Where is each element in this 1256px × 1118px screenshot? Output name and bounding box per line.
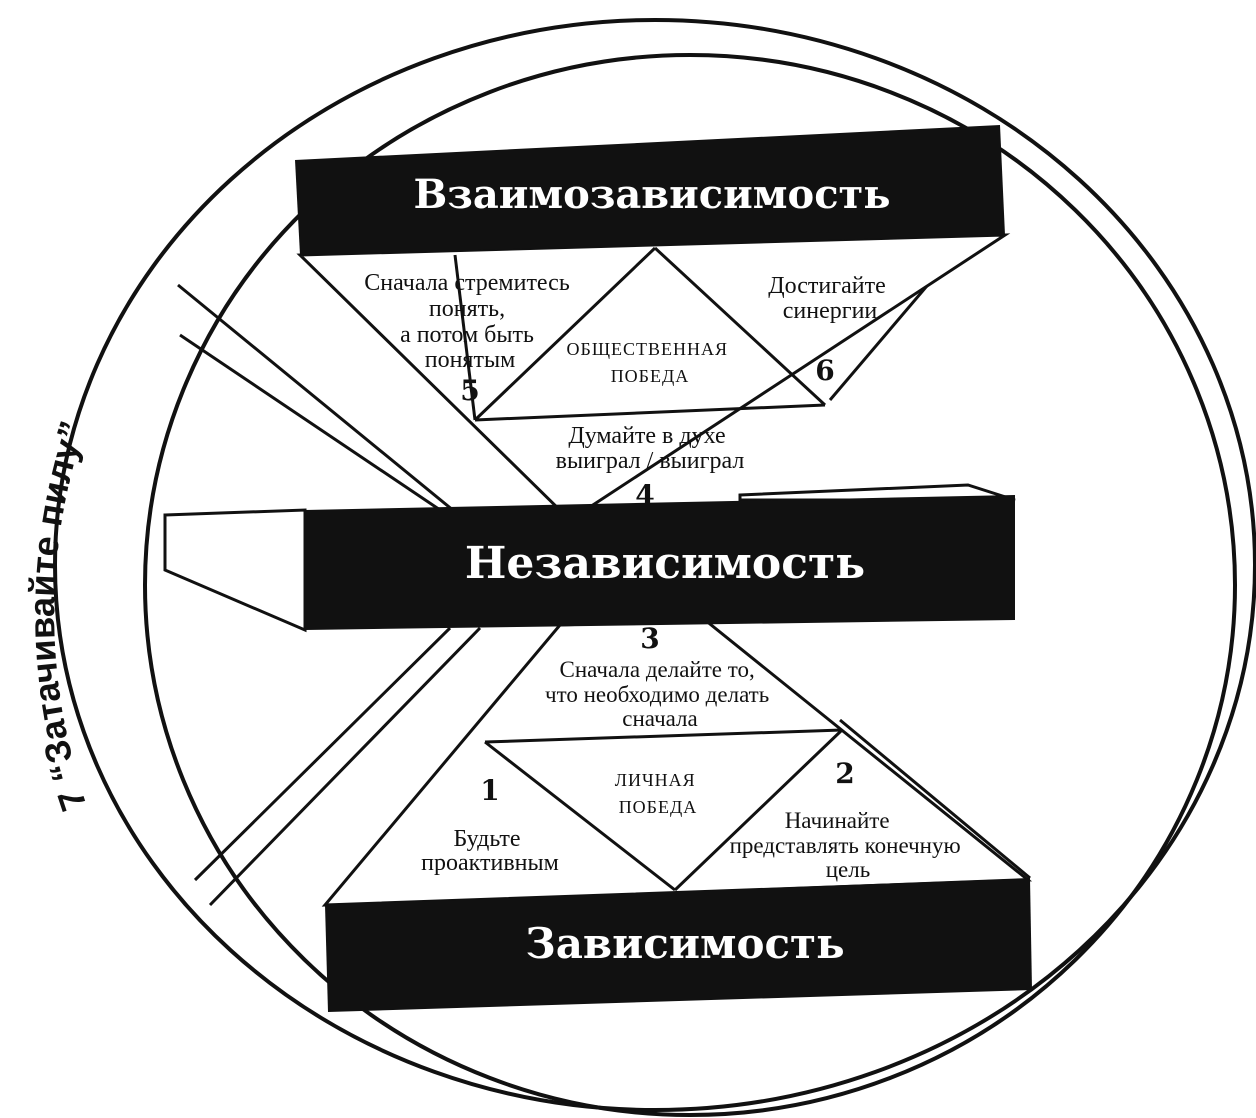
band-independence: [305, 495, 1015, 630]
habit-5-text: Сначала стремитесь понять, а потом быть …: [364, 270, 576, 373]
private-victory-line-2: ПОБЕДА: [619, 797, 698, 817]
inner-circle: [143, 53, 1237, 1117]
middle-slab-side: [163, 508, 307, 633]
band-dependence: [325, 878, 1032, 1012]
habit-5-line-4: понятым: [425, 347, 516, 373]
band-dependence-label: Зависимость: [525, 919, 844, 968]
habit-3-number: 3: [640, 622, 659, 655]
habit-3-line-3: сначала: [622, 706, 697, 731]
habit-4-line-1: Думайте в духе: [568, 423, 725, 449]
habit-4-text: Думайте в духе выиграл / выиграл: [556, 423, 745, 474]
habit-2-line-1: Начинайте: [785, 808, 890, 833]
lower-divider-left-diag: [484, 740, 676, 892]
habit-7-label: 7 “Затачивайте пилу”: [21, 416, 94, 816]
x-cross-lines: [177, 199, 1031, 907]
habit-7-text: 7 “Затачивайте пилу”: [21, 416, 94, 816]
habit-6-line-1: Достигайте: [768, 273, 885, 299]
band-interdependence-label: Взаимозависимость: [414, 171, 891, 218]
habit-2-line-2: представлять конечную: [730, 833, 961, 858]
upper-divider-horizontal: [474, 403, 826, 422]
band-interdependence: [295, 125, 1005, 255]
habit-2-number: 2: [835, 757, 854, 790]
habit-1-number: 1: [480, 774, 499, 807]
habit-6-line-2: синергии: [783, 298, 878, 324]
habit-1-text: Будьте проактивным: [421, 826, 559, 876]
habit-5-line-3: а потом быть: [400, 322, 534, 348]
private-victory-text: ЛИЧНАЯ ПОБЕДА: [615, 770, 701, 817]
lower-divider-right-diag: [673, 728, 844, 892]
habit-5-line-1: Сначала стремитесь: [364, 270, 570, 296]
public-victory-line-1: ОБЩЕСТВЕННАЯ: [567, 339, 729, 359]
habit-3-text: Сначала делайте то, что необходимо делат…: [545, 657, 775, 731]
public-victory-line-2: ПОБЕДА: [611, 366, 690, 386]
habit-4-number: 4: [635, 479, 654, 512]
habit-2-text: Начинайте представлять конечную цель: [730, 808, 967, 882]
upper-divider-left-diag: [473, 246, 657, 422]
habit-4-line-2: выиграл / выиграл: [556, 448, 745, 474]
habit-6-text: Достигайте синергии: [768, 273, 891, 324]
habit-3-line-1: Сначала делайте то,: [559, 657, 754, 682]
habit-1-line-2: проактивным: [421, 850, 559, 876]
public-victory-text: ОБЩЕСТВЕННАЯ ПОБЕДА: [567, 339, 734, 386]
habit-2-line-3: цель: [826, 857, 870, 882]
habit-5-number: 5: [460, 374, 479, 407]
upper-divider-left: [453, 254, 477, 421]
habit-6-number: 6: [815, 354, 834, 387]
habit-5-line-2: понять,: [429, 296, 505, 322]
habit-3-line-2: что необходимо делать: [545, 682, 769, 707]
private-victory-line-1: ЛИЧНАЯ: [615, 770, 696, 790]
upper-divider-right-diag: [653, 246, 827, 407]
outer-circle: [53, 18, 1256, 1112]
habit-1-line-1: Будьте: [453, 826, 520, 852]
band-independence-label: Независимость: [465, 538, 865, 589]
lower-divider-horizontal: [484, 728, 843, 744]
